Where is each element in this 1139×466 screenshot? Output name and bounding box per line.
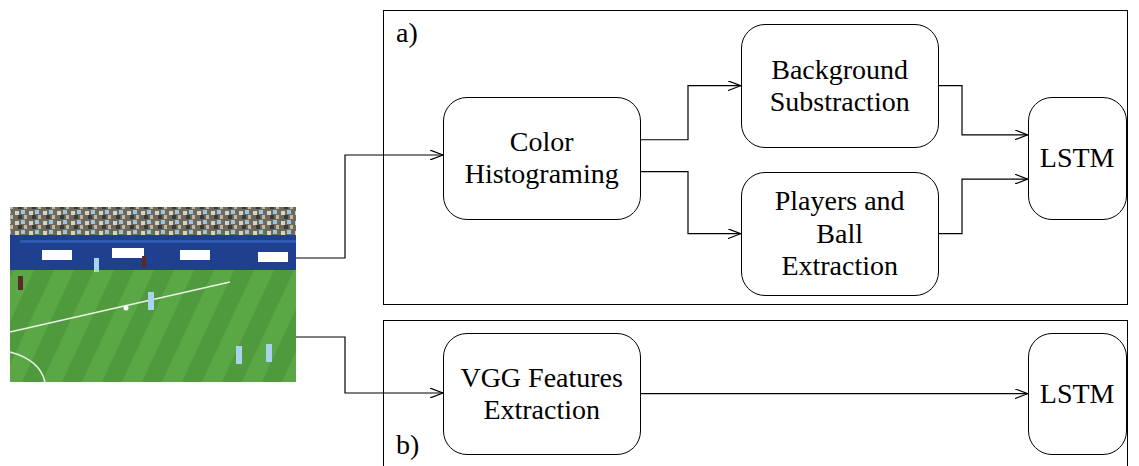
process-box: Players and Ball Extraction	[741, 172, 939, 296]
panel-b: VGG Features Extraction LSTM b)	[383, 320, 1128, 466]
lstm-box: LSTM	[1028, 97, 1127, 220]
process-box: VGG Features Extraction	[443, 333, 641, 455]
box-label: LSTM	[1040, 378, 1115, 410]
box-label: Background Substraction	[755, 54, 925, 118]
flow-arrow	[641, 172, 741, 234]
process-box: Color Histograming	[443, 97, 641, 220]
process-box: Background Substraction	[741, 24, 939, 148]
box-label: Color Histograming	[457, 126, 627, 190]
flow-arrow	[641, 86, 741, 140]
box-label: LSTM	[1040, 142, 1115, 174]
flow-arrow	[939, 86, 1028, 135]
photo	[10, 207, 296, 382]
input-wire	[296, 155, 443, 393]
box-label: VGG Features Extraction	[457, 362, 627, 426]
flow-arrow	[939, 179, 1028, 234]
panel-label: a)	[396, 17, 418, 49]
flow-arrow	[641, 393, 1028, 394]
box-label: Players and Ball Extraction	[755, 185, 925, 282]
lstm-box: LSTM	[1028, 333, 1127, 455]
panel-a: Color Histograming Background Substractio…	[383, 10, 1128, 305]
panel-label: b)	[396, 429, 419, 461]
